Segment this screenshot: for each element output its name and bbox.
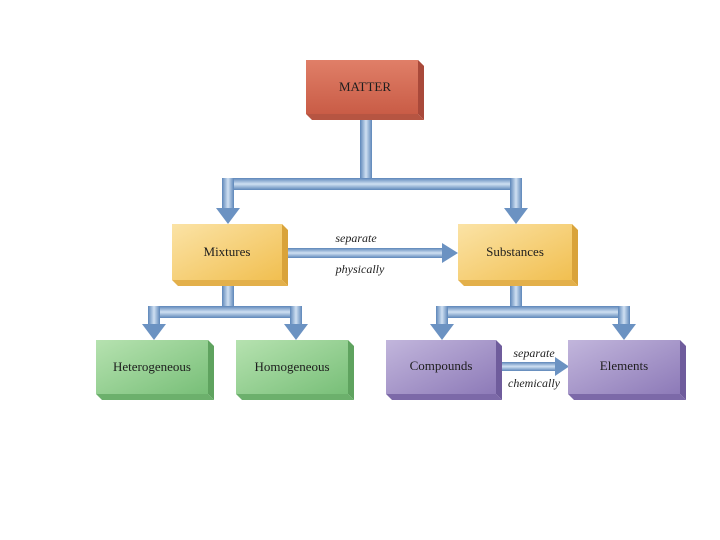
node-homogeneous: Homogeneous [236,340,354,400]
node-mixtures-label: Mixtures [204,244,251,259]
node-elements-label: Elements [600,358,648,373]
mixtures-arrowhead [216,208,240,224]
homogeneous-arrowhead [284,324,308,340]
node-matter-label: MATTER [339,79,391,94]
mixtures-to-substances-bottom-label: physically [335,262,385,276]
compounds-to-elements-top-label: separate [513,346,555,360]
compounds-arrowhead [430,324,454,340]
node-compounds: Compounds [386,340,502,400]
compounds-to-elements-arrow-shaft [502,362,556,371]
compounds-to-elements-arrowhead [555,357,569,376]
mixtures-to-substances-arrowhead [442,243,458,263]
mixtures-to-substances-arrow-shaft [286,248,444,258]
node-compounds-label: Compounds [410,358,473,373]
node-heterogeneous: Heterogeneous [96,340,214,400]
substances-drop-connector [510,178,522,212]
substances-arrowhead [504,208,528,224]
mixtures-drop-connector [222,178,234,212]
compounds-drop-connector [436,306,448,328]
substances-stem-connector [510,282,522,312]
matter-branch-bar [222,178,522,190]
node-elements: Elements [568,340,686,400]
mixtures-to-substances-top-label: separate [335,231,377,245]
homogeneous-drop-connector [290,306,302,328]
heterogeneous-drop-connector [148,306,160,328]
compounds-to-elements-bottom-label: chemically [508,376,561,390]
heterogeneous-arrowhead [142,324,166,340]
substances-branch-bar [436,306,630,318]
elements-arrowhead [612,324,636,340]
matter-stem-connector [360,118,372,184]
mixtures-stem-connector [222,282,234,312]
mixtures-branch-bar [148,306,302,318]
node-substances: Substances [458,224,578,286]
node-matter: MATTER [306,60,424,120]
node-homogeneous-label: Homogeneous [254,359,329,374]
elements-drop-connector [618,306,630,328]
node-substances-label: Substances [486,244,544,259]
node-heterogeneous-label: Heterogeneous [113,359,191,374]
node-mixtures: Mixtures [172,224,288,286]
connectors [142,118,636,376]
